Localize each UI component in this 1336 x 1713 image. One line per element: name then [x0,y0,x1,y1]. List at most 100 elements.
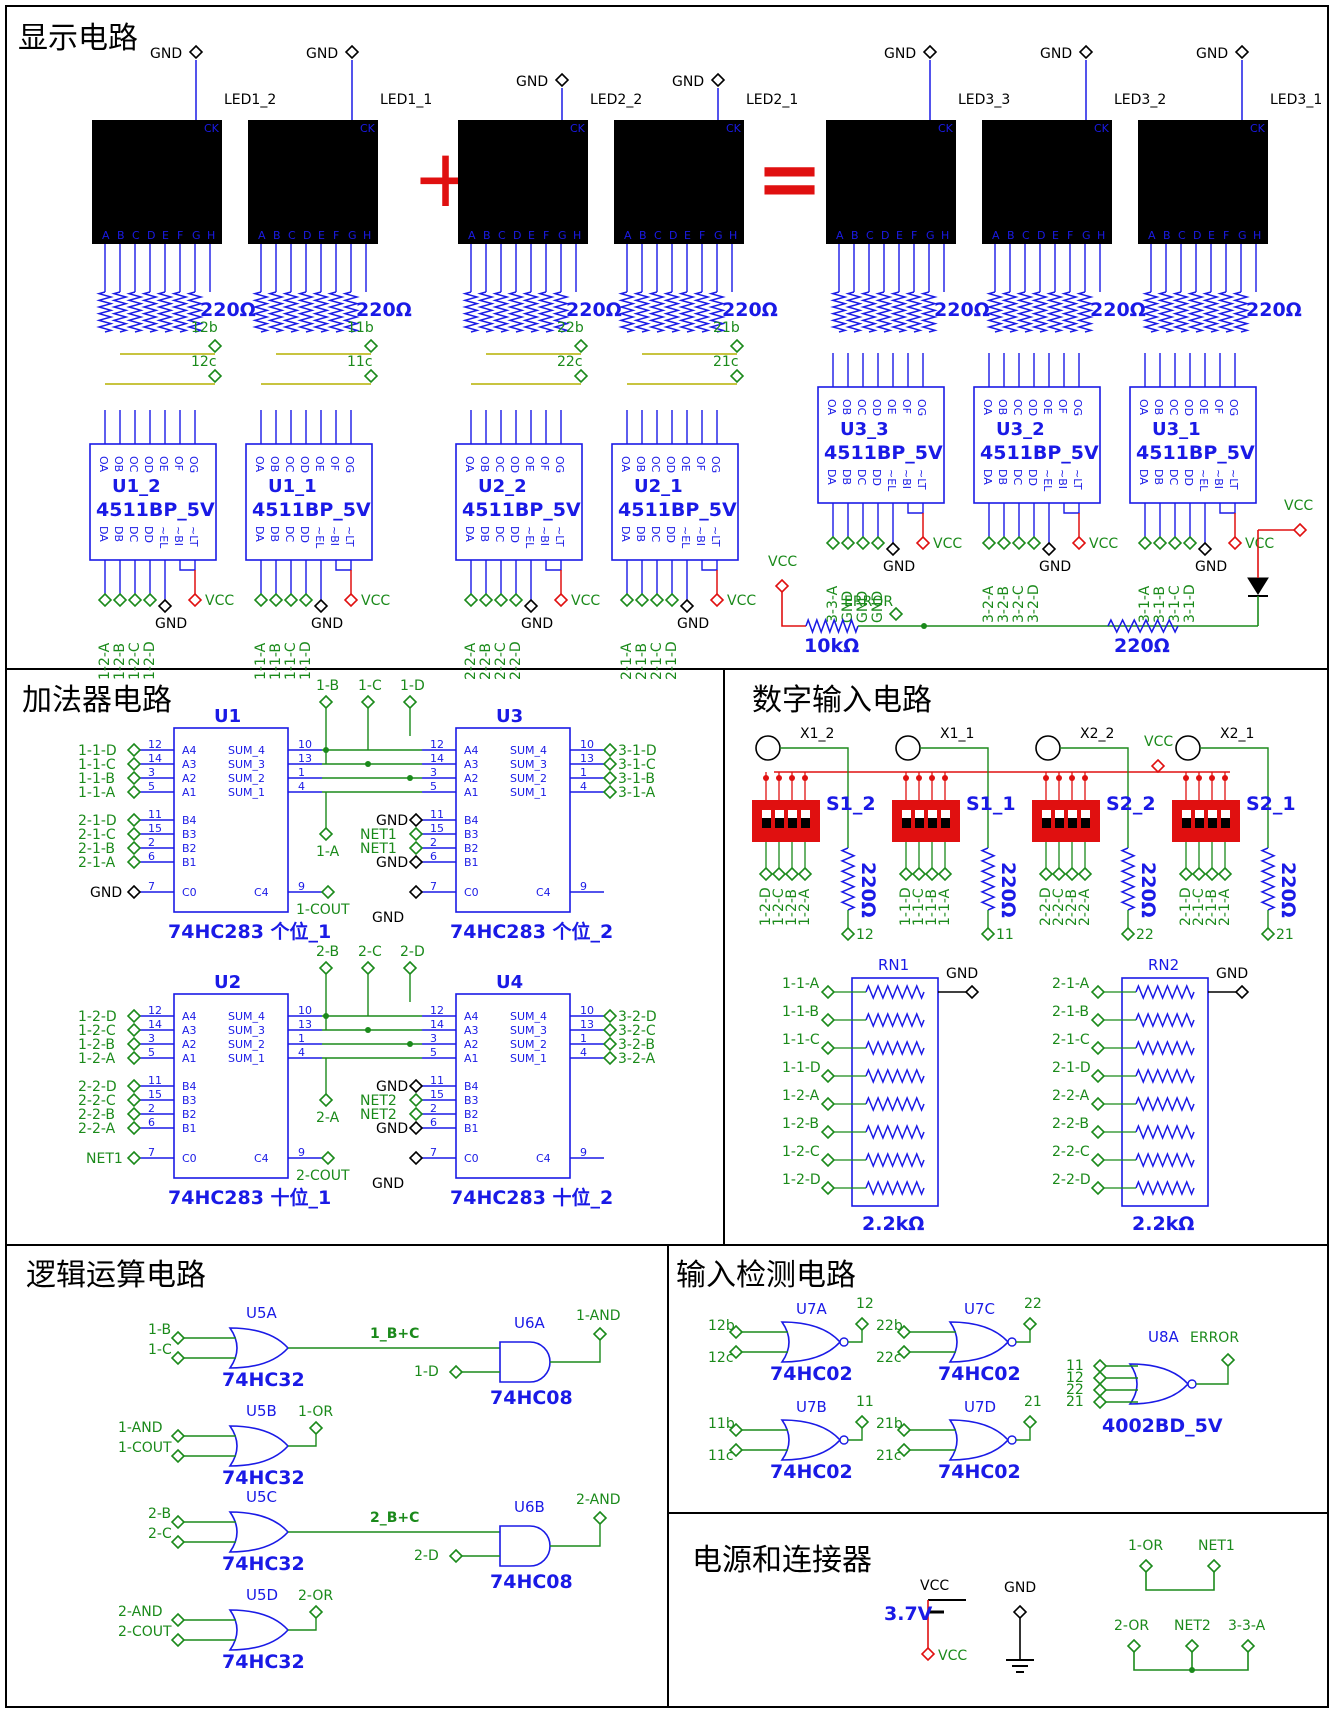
pin-number: 12 [148,1004,162,1017]
in-pin-label: DC [649,526,662,542]
net-diamond [126,784,142,800]
net-diamond [126,1150,142,1166]
vcc-label: VCC [920,1578,949,1594]
net-diamond [170,1514,186,1530]
switch-net: 2-2-A [1077,888,1093,926]
bus-diamond [573,368,589,384]
adder-output-net: 3-1-C [618,757,656,773]
gnd-label: GND [884,46,916,62]
net-diamond [896,1442,912,1458]
gnd-label: GND [677,616,709,632]
gate-out-wire [288,1618,317,1631]
in-pin-label: DC [283,526,296,542]
in-pin-label: DB [996,469,1009,485]
net-diamond [408,854,424,870]
pin-number: 14 [148,1018,162,1031]
decoder-input-net: 3-2-A [981,585,997,623]
dip-lever [762,818,771,828]
adder-output-net: 3-1-B [618,771,655,787]
pin-label-seg: B [1007,229,1015,242]
segment-resistor [126,291,144,333]
net-diamond [758,866,774,882]
net-diamond [896,1344,912,1360]
gate-part: 74HC32 [222,1553,305,1575]
gate-in-net: 2-D [414,1548,439,1564]
junction-dot [776,775,782,781]
gate-out-wire [1016,1428,1031,1441]
net-diamond [308,1420,324,1436]
segment-resistor [648,291,666,333]
resistor-value: 220Ω [200,299,256,321]
left-pin-label: B2 [182,842,197,855]
pin-number: 14 [430,752,444,765]
pin-label-ck: CK [360,122,376,135]
vcc-label: VCC [1089,536,1118,552]
net-diamond [298,592,314,608]
pin-label-seg: E [1208,229,1215,242]
out-pin-label: OE [157,456,170,472]
gate-part: 74HC32 [222,1467,305,1489]
dip-lever [1081,818,1090,828]
bi-lt-bridge [545,560,562,571]
in-pin-label: ~EL [313,526,326,549]
net-diamond [820,1012,836,1028]
decoder-input-net: 2-1-D [664,641,680,680]
pin-number: 11 [430,808,444,821]
resistor-value: 2.2kΩ [1132,1213,1194,1235]
junction-dot [1056,775,1062,781]
in-pin-label: DB [268,526,281,542]
left-pin-label: A3 [464,1024,479,1037]
nor-bubble [839,1337,849,1347]
pin-number: 7 [148,1146,155,1159]
net-diamond [728,1344,744,1360]
pin-label-seg: E [318,229,325,242]
net-diamond [170,1350,186,1366]
decoder-input-net: 2-1-A [619,642,635,680]
net-diamond [854,1414,870,1430]
net-diamond [126,1022,142,1038]
rn-net: 2-1-D [1052,1060,1091,1076]
net-diamond [1026,535,1042,551]
right-pin-label: SUM_3 [510,1024,547,1037]
gnd-diamond [313,598,329,614]
pin-number: 6 [430,1116,437,1129]
decoder-input-net: 2-2-C [493,642,509,680]
junction-dot [921,623,927,629]
gnd-label: GND [1196,46,1228,62]
bus-tap-diamond [318,1092,334,1108]
gnd-label: GND [516,74,548,90]
rn-resistor [1135,1011,1195,1029]
or-gate [1128,1363,1190,1405]
pin-label-seg: A [624,229,632,242]
net-diamond [649,592,665,608]
probe-ref: X1_2 [800,726,834,742]
segment-resistor [1031,291,1049,333]
net-diamond [602,756,618,772]
out-pin-label: OC [493,456,506,473]
net-diamond [1240,1638,1256,1654]
pin-label-seg: B [1163,229,1171,242]
rn-resistor [865,1095,925,1113]
gnd-diamond [1012,1604,1028,1620]
pin-label-seg: G [348,229,357,242]
bus-tap-diamond [360,960,376,976]
pin-number: 9 [580,880,587,893]
decoder-part: 4511BP_5V [980,442,1099,464]
junction-dot [1082,775,1088,781]
connector-net: NET1 [1198,1538,1235,1554]
pin-number: 5 [148,780,155,793]
gate-in-net: 2-COUT [118,1624,172,1640]
left-pin-label: A1 [464,786,479,799]
pin-label-seg: A [102,229,110,242]
left-pin-label: A2 [182,1038,197,1051]
pin-label-seg: D [513,229,521,242]
pin-label-seg: D [303,229,311,242]
